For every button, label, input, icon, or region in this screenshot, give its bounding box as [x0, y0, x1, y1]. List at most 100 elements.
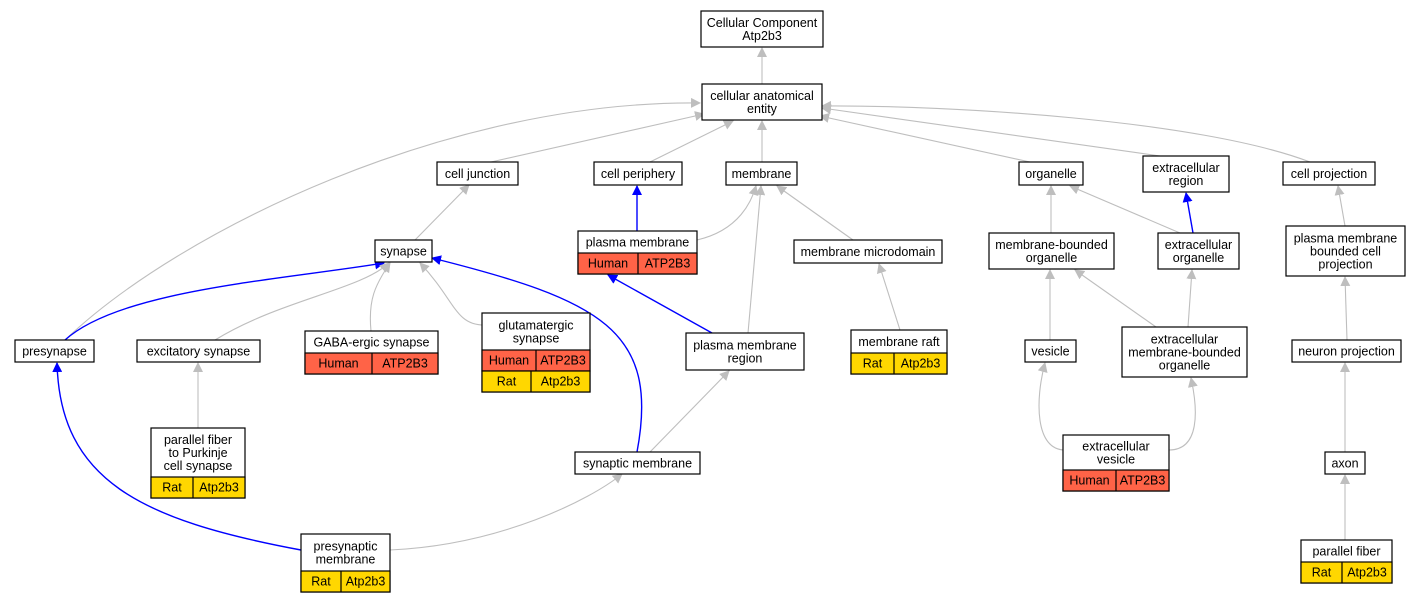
species-label: Human: [318, 357, 358, 371]
edge-excitatory-synapse-to-synapse: [214, 262, 390, 341]
species-label: Rat: [497, 375, 517, 389]
node-cell-periphery[interactable]: cell periphery: [593, 161, 683, 186]
node-box: [988, 232, 1115, 270]
species-label: Rat: [162, 481, 182, 495]
gene-label: Atp2b3: [901, 357, 941, 371]
node-neuron-projection[interactable]: neuron projection: [1291, 339, 1402, 363]
edge-cell-periphery-to-cellular-anatomical-entity: [649, 120, 734, 163]
gene-label: Atp2b3: [346, 575, 386, 589]
edge-extracellular-vesicle-to-vesicle: [1037, 362, 1066, 451]
edge-extracellular-membrane-bounded-organelle-to-extracellular-organelle: [1186, 269, 1197, 328]
edge-cell-junction-to-cellular-anatomical-entity: [490, 111, 705, 163]
annotation-row: [150, 476, 246, 499]
node-label-line: projection: [1318, 258, 1372, 272]
node-label-line: synapse: [513, 332, 560, 346]
node-excitatory-synapse[interactable]: excitatory synapse: [136, 339, 261, 363]
edge-extracellular-membrane-bounded-organelle-to-membrane-bounded-organelle: [1074, 269, 1157, 328]
species-label: Human: [588, 257, 628, 271]
node-box: [1142, 155, 1230, 193]
node-label-line: glutamatergic: [498, 319, 573, 333]
node-box: [593, 161, 683, 186]
node-cell-junction[interactable]: cell junction: [436, 161, 519, 186]
node-label-line: membrane: [316, 553, 376, 567]
node-label-line: vesicle: [1097, 453, 1135, 467]
annotation-row: [850, 352, 948, 375]
node-label-line: parallel fiber: [164, 433, 232, 447]
node-label-line: to Purkinje: [168, 446, 227, 460]
node-label-line: membrane microdomain: [801, 245, 936, 259]
node-label-line: cell junction: [445, 167, 510, 181]
node-label-line: cell periphery: [601, 167, 676, 181]
node-membrane[interactable]: membrane: [725, 161, 798, 186]
node-label-line: membrane: [732, 167, 792, 181]
edge-plasma-membrane-region-to-plasma-membrane: [607, 274, 713, 334]
node-label-line: extracellular: [1165, 238, 1232, 252]
node-synaptic-membrane[interactable]: synaptic membrane: [574, 451, 701, 475]
edge-extracellular-organelle-to-organelle: [1069, 184, 1181, 234]
node-label-line: presynapse: [22, 345, 87, 359]
node-membrane-microdomain[interactable]: membrane microdomain: [793, 239, 943, 264]
node-label-line: Cellular Component: [707, 16, 818, 30]
node-cell-projection[interactable]: cell projection: [1282, 161, 1376, 186]
node-box: [374, 239, 433, 263]
node-box: [1324, 451, 1366, 475]
gene-label: Atp2b3: [541, 375, 581, 389]
node-organelle[interactable]: organelle: [1018, 161, 1084, 186]
node-axon[interactable]: axon: [1324, 451, 1366, 475]
edge-extracellular-organelle-to-extracellular-region: [1182, 192, 1194, 234]
gene-label: ATP2B3: [382, 357, 428, 371]
node-box: [1024, 339, 1077, 363]
node-box: [1121, 326, 1248, 378]
edge-neuron-projection-to-plasma-membrane-bounded-cell-projection: [1340, 276, 1351, 341]
node-label-line: excitatory synapse: [147, 345, 251, 359]
edges-layer: [52, 47, 1351, 551]
node-label-line: organelle: [1026, 251, 1077, 265]
species-label: Human: [1069, 474, 1109, 488]
node-label-line: entity: [747, 102, 778, 116]
edge-extracellular-region-to-cellular-anatomical-entity: [821, 104, 1161, 157]
edge-presynapse-to-cellular-anatomical-entity: [64, 97, 701, 341]
node-label-line: region: [728, 352, 763, 366]
node-box: [700, 10, 824, 48]
node-label-line: extracellular: [1151, 333, 1218, 347]
gene-label: Atp2b3: [199, 481, 239, 495]
node-label-line: plasma membrane: [586, 236, 690, 250]
edge-plasma-membrane-bounded-cell-projection-to-cell-projection: [1334, 185, 1346, 227]
node-label-line: presynaptic: [314, 540, 378, 554]
edge-membrane-microdomain-to-membrane: [776, 185, 854, 241]
edge-cell-projection-to-cellular-anatomical-entity: [821, 100, 1311, 163]
node-label-line: organelle: [1159, 359, 1210, 373]
node-presynapse[interactable]: presynapse: [14, 339, 95, 363]
node-label-line: extracellular: [1082, 440, 1149, 454]
node-label-line: synaptic membrane: [583, 457, 692, 471]
node-label-line: region: [1169, 174, 1204, 188]
edge-synaptic-membrane-to-plasma-membrane-region: [649, 370, 730, 453]
node-label-line: plasma membrane: [1294, 232, 1398, 246]
node-label-line: organelle: [1173, 251, 1224, 265]
node-vesicle[interactable]: vesicle: [1024, 339, 1077, 363]
species-label: Rat: [1312, 566, 1332, 580]
node-box: [1285, 225, 1406, 277]
node-label-line: axon: [1331, 457, 1358, 471]
edge-presynaptic-membrane-to-synaptic-membrane: [389, 473, 623, 551]
node-label-line: synapse: [380, 245, 427, 259]
node-synapse[interactable]: synapse: [374, 239, 433, 263]
edge-gaba-ergic-synapse-to-synapse: [369, 262, 391, 332]
